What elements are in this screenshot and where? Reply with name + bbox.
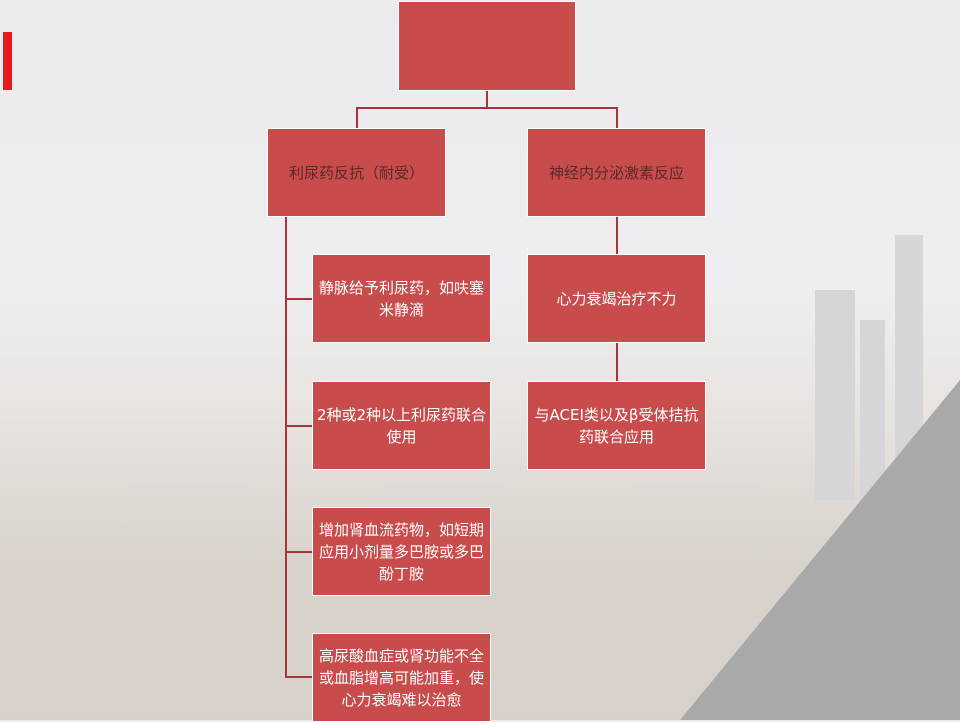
connector [285,676,313,678]
connector [285,551,313,553]
root-node [398,1,576,91]
connector [356,107,618,109]
leaf-node: 增加肾血流药物，如短期应用小剂量多巴胺或多巴酚丁胺 [312,507,491,596]
connector [356,107,358,129]
leaf-node: 静脉给予利尿药，如呋塞米静滴 [312,254,491,343]
connector [616,342,618,382]
connector [616,107,618,129]
branch-node-diuretic-resistance: 利尿药反抗（耐受） [267,128,446,217]
leaf-node: 高尿酸血症或肾功能不全或血脂增高可能加重，使心力衰竭难以治愈 [312,633,491,722]
connector [486,90,488,109]
accent-bar [3,32,12,90]
leaf-node: 2种或2种以上利尿药联合使用 [312,381,491,470]
decorative-triangle [680,380,960,720]
connector [285,216,287,678]
connector [285,298,313,300]
connector [616,216,618,255]
leaf-node: 与ACEI类以及β受体拮抗药联合应用 [527,381,706,470]
connector [285,425,313,427]
leaf-node: 心力衰竭治疗不力 [527,254,706,343]
branch-node-neuroendocrine: 神经内分泌激素反应 [527,128,706,217]
